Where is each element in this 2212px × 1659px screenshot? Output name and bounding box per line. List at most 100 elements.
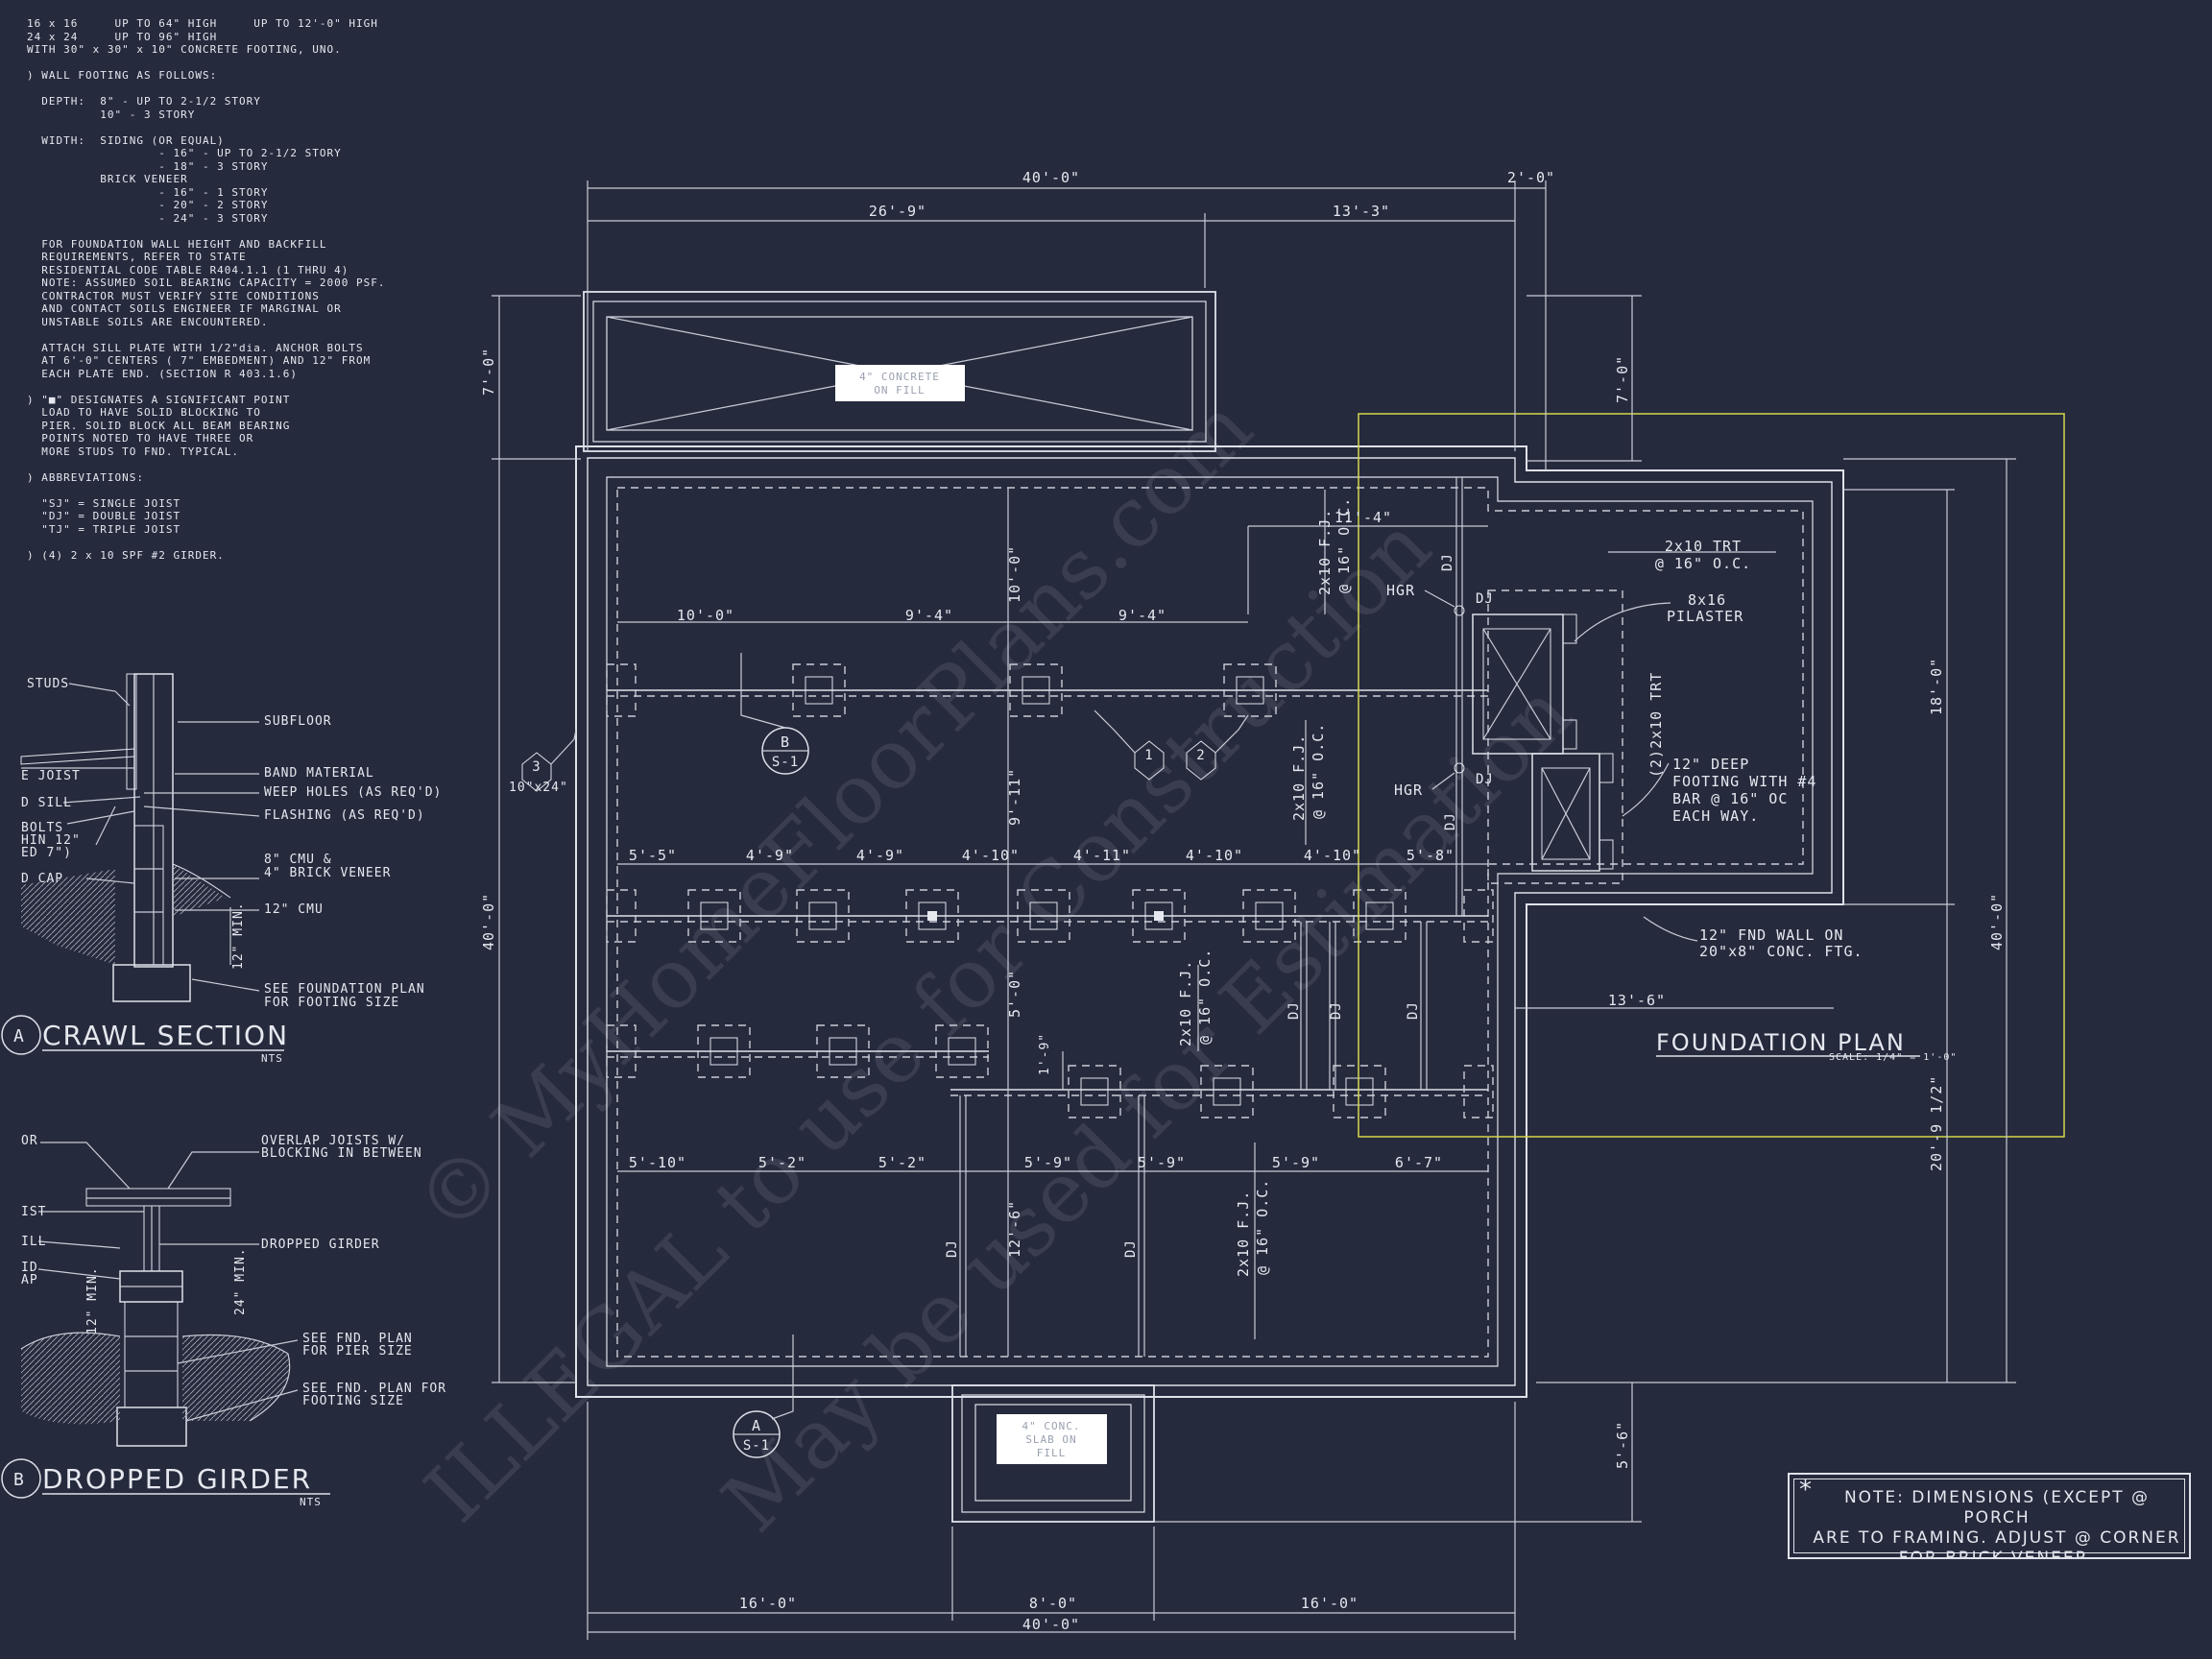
note-line: AND CONTACT SOILS ENGINEER IF MARGINAL O… bbox=[27, 302, 342, 315]
girder-label-min-24: 24" MIN. bbox=[233, 1247, 248, 1315]
fj-oc-3: @ 16" O.C. bbox=[1196, 949, 1214, 1045]
dim-row3-5: 5'-9" bbox=[1272, 1154, 1320, 1171]
crawl-marker: A bbox=[13, 1026, 25, 1046]
dim-row2-0: 5'-5" bbox=[629, 847, 677, 864]
fj-label-1: 2x10 F.J. bbox=[1316, 509, 1334, 595]
dim-row3-4: 5'-9" bbox=[1138, 1154, 1186, 1171]
girder-label-ap: AP bbox=[21, 1273, 38, 1287]
dim-v-50: 5'-0" bbox=[1006, 970, 1023, 1018]
tag-a-sheet: S-1 bbox=[743, 1438, 770, 1454]
girder-label-or: OR bbox=[21, 1134, 38, 1148]
dim-11-4: 11'-4" bbox=[1334, 509, 1392, 526]
note-line: AT 6'-0" CENTERS ( 7" EMBEDMENT) AND 12"… bbox=[27, 354, 372, 367]
dj-label-8: DJ bbox=[1476, 591, 1494, 607]
note-line-1: NOTE: DIMENSIONS (EXCEPT @ PORCH bbox=[1843, 1488, 2151, 1527]
dim-left-overall: 40'-0" bbox=[480, 893, 497, 950]
footing-2: FOOTING WITH #4 bbox=[1672, 773, 1816, 790]
label-cmu-12: 12" CMU bbox=[264, 902, 324, 917]
dj-label-7: DJ bbox=[1123, 1239, 1139, 1258]
dj-label-6: DJ bbox=[945, 1239, 960, 1258]
dj-label-5: DJ bbox=[1406, 1001, 1421, 1020]
dj-label-2: DJ bbox=[1443, 812, 1458, 830]
fj-label-3: 2x10 F.J. bbox=[1177, 960, 1194, 1046]
hgr-label-1: HGR bbox=[1386, 582, 1415, 599]
dim-bot-left: 16'-0" bbox=[739, 1595, 797, 1612]
note-line: WIDTH: SIDING (OR EQUAL) bbox=[27, 133, 225, 147]
trt-label: 2x10 TRT bbox=[1665, 538, 1742, 555]
note-line: "DJ" = DOUBLE JOIST bbox=[27, 510, 181, 522]
label-bolts-2: HIN 12" bbox=[21, 833, 81, 848]
note-line: UNSTABLE SOILS ARE ENCOUNTERED. bbox=[27, 315, 269, 328]
label-min-12: 12" MIN. bbox=[231, 902, 246, 970]
footing-3: BAR @ 16" OC bbox=[1672, 790, 1788, 807]
label-cap: D CAP bbox=[21, 872, 63, 886]
note-line: - 16" - UP TO 2-1/2 STORY bbox=[27, 147, 342, 159]
dim-row1-2: 9'-4" bbox=[1118, 607, 1166, 624]
wall-1: 12" FND WALL ON bbox=[1699, 926, 1843, 944]
general-notes: 16 x 16 UP TO 64" HIGH UP TO 12'-0" HIGH… bbox=[27, 17, 430, 562]
stoop-fill-3: FILL bbox=[1037, 1447, 1067, 1459]
girder-label-overlap-1: OVERLAP JOISTS W/ bbox=[261, 1134, 405, 1148]
note-line: ) (4) 2 x 10 SPF #2 GIRDER. bbox=[27, 548, 225, 562]
crawl-scale: NTS bbox=[261, 1052, 283, 1065]
dj-label-3: DJ bbox=[1286, 1001, 1302, 1020]
note-line: DEPTH: 8" - UP TO 2-1/2 STORY bbox=[27, 95, 261, 108]
note-line: LOAD TO HAVE SOLID BLOCKING TO bbox=[27, 406, 261, 419]
girder-label-ill: ILL bbox=[21, 1235, 46, 1249]
note-line: "SJ" = SINGLE JOIST bbox=[27, 496, 181, 510]
girder-label-dropped: DROPPED GIRDER bbox=[261, 1238, 380, 1252]
label-cmu-2: 4" BRICK VENEER bbox=[264, 866, 391, 880]
dim-left-top: 7'-0" bbox=[480, 348, 497, 396]
label-studs: STUDS bbox=[27, 677, 69, 691]
girder-label-ist: IST bbox=[21, 1205, 46, 1219]
girder-label-pier-2: FOR PIER SIZE bbox=[302, 1344, 413, 1358]
dim-v-10: 10'-0" bbox=[1006, 545, 1023, 603]
footing-1: 12" DEEP bbox=[1672, 756, 1749, 773]
porch-fill-1: 4" CONCRETE bbox=[859, 371, 940, 383]
dim-v-126: 12'-6" bbox=[1006, 1200, 1023, 1258]
note-line: - 24" - 3 STORY bbox=[27, 211, 269, 225]
label-flashing: FLASHING (AS REQ'D) bbox=[264, 808, 425, 823]
footing-4: EACH WAY. bbox=[1672, 807, 1759, 825]
dim-right-overall: 40'-0" bbox=[1988, 893, 2006, 950]
dim-row2-6: 4'-10" bbox=[1304, 847, 1361, 864]
dim-top-overall: 40'-0" bbox=[1022, 169, 1080, 186]
fj-oc-4: @ 16" O.C. bbox=[1254, 1179, 1271, 1275]
label-fplan-2: FOR FOOTING SIZE bbox=[264, 996, 399, 1010]
girder-label-foot-2: FOOTING SIZE bbox=[302, 1394, 404, 1408]
dim-row1-0: 10'-0" bbox=[677, 607, 734, 624]
trt-oc: @ 16" O.C. bbox=[1655, 555, 1751, 572]
girder-marker: B bbox=[13, 1470, 25, 1490]
girder-section-title: DROPPED GIRDER bbox=[42, 1463, 312, 1495]
hex-3: 3 bbox=[532, 759, 541, 775]
piers-row-2 bbox=[606, 889, 1494, 943]
dropped-girder-detail: OR OVERLAP JOISTS W/ BLOCKING IN BETWEEN… bbox=[1, 1134, 445, 1508]
dim-row2-3: 4'-10" bbox=[962, 847, 1020, 864]
dim-bot-overall: 40'-0" bbox=[1022, 1616, 1080, 1633]
dim-row2-2: 4'-9" bbox=[856, 847, 904, 864]
label-weep: WEEP HOLES (AS REQ'D) bbox=[264, 785, 442, 800]
foundation-plan: 4" CONCRETE ON FILL 4" CONC. SLAB ON FIL… bbox=[480, 169, 2065, 1640]
label-sill: D SILL bbox=[21, 796, 72, 810]
girder-label-min-12: 12" MIN. bbox=[85, 1266, 100, 1334]
plan-scale: SCALE: 1/4" = 1'-0" bbox=[1829, 1052, 1957, 1063]
dim-right-20: 20'-9 1/2" bbox=[1928, 1075, 1945, 1171]
fj-label-2: 2x10 F.J. bbox=[1290, 734, 1308, 821]
double-joists bbox=[959, 477, 1463, 1357]
dim-right-18: 18'-0" bbox=[1928, 658, 1945, 715]
highlight-box bbox=[1358, 413, 2065, 1138]
crawl-section-title: CRAWL SECTION bbox=[42, 1020, 289, 1051]
note-line: ) ABBREVIATIONS: bbox=[27, 470, 144, 484]
dim-bot-right: 16'-0" bbox=[1301, 1595, 1358, 1612]
note-line: BRICK VENEER bbox=[27, 173, 188, 185]
dim-row3-6: 6'-7" bbox=[1395, 1154, 1443, 1171]
porch-fill-label-box bbox=[835, 365, 965, 401]
dim-row2-4: 4'-11" bbox=[1073, 847, 1131, 864]
dim-row3-1: 5'-2" bbox=[758, 1154, 806, 1171]
note-line: POINTS NOTED TO HAVE THREE OR bbox=[27, 432, 254, 445]
dim-bot-mid: 8'-0" bbox=[1029, 1595, 1077, 1612]
dim-row3-0: 5'-10" bbox=[629, 1154, 686, 1171]
tag-b-sheet: S-1 bbox=[772, 755, 799, 770]
dim-row2-1: 4'-9" bbox=[746, 847, 794, 864]
